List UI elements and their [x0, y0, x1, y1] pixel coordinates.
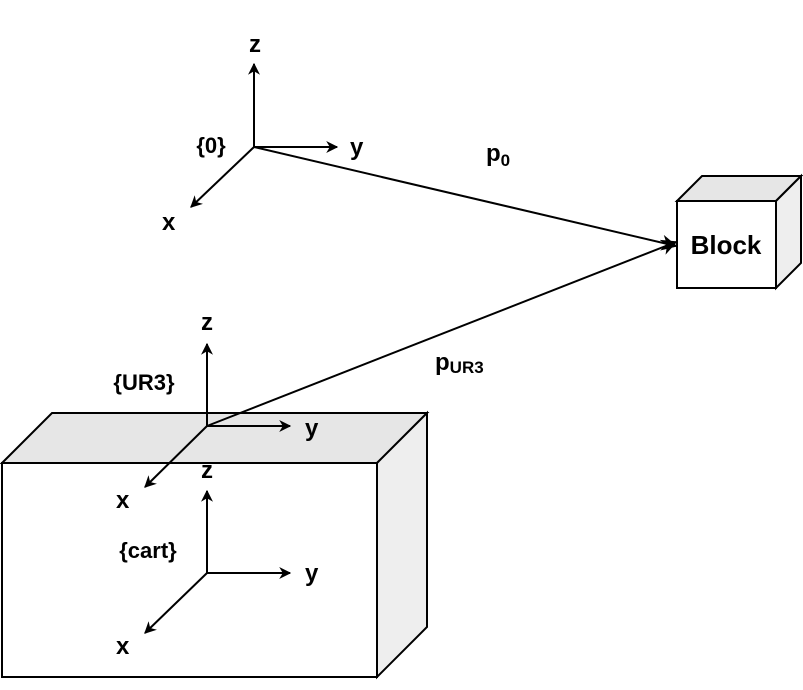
frame-cart-name: {cart} — [119, 538, 177, 563]
vector-p0-label: p0 — [486, 140, 510, 170]
vector-pur3-label: pUR3 — [435, 349, 484, 377]
block-box: Block — [674, 173, 803, 291]
frame-world: z y x {0} — [162, 31, 364, 236]
cart-box-top-face — [0, 412, 430, 464]
frame-ur3-x-axis — [144, 425, 208, 488]
block-label: Block — [691, 230, 762, 260]
cart-box — [0, 410, 430, 680]
frame-cart-y-label: y — [305, 560, 319, 587]
frame-world-x-label: x — [162, 209, 176, 236]
frame-ur3-y-label: y — [305, 415, 319, 442]
frame-ur3-z-label: z — [201, 309, 213, 336]
frame-cart-x-axis — [144, 572, 208, 634]
frame-world-z-label: z — [249, 31, 261, 58]
vector-p0-arrow — [253, 146, 678, 251]
frame-ur3-x-label: x — [116, 487, 130, 514]
frame-cart: z y x {cart} — [116, 457, 319, 660]
frame-cart-z-label: z — [201, 457, 213, 484]
frame-world-name: {0} — [196, 133, 226, 158]
frame-ur3: z y x {UR3} — [113, 309, 319, 514]
frame-world-y-label: y — [350, 134, 364, 161]
frame-world-x-axis — [190, 146, 255, 208]
frame-cart-x-label: x — [116, 633, 130, 660]
frame-ur3-name: {UR3} — [113, 370, 175, 395]
vector-pur3-arrow — [206, 239, 678, 427]
cart-box-front-face — [1, 462, 378, 678]
